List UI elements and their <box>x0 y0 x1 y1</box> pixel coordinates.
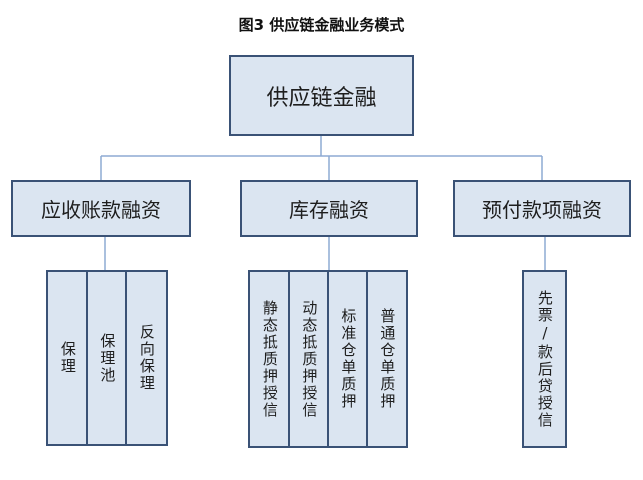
leaf-node-prepaid-credit: 先票/款后贷授信 <box>522 270 567 448</box>
leaf-node-label: 静态抵质押授信 <box>260 299 279 419</box>
leaf-node-standard-warehouse-receipt: 标准仓单质押 <box>327 270 369 448</box>
category-node-receivables: 应收账款融资 <box>11 180 191 237</box>
leaf-node-ordinary-warehouse-receipt: 普通仓单质押 <box>366 270 408 448</box>
leaf-node-reverse-factoring: 反向保理 <box>125 270 168 446</box>
leaf-node-label: 标准仓单质押 <box>339 308 358 410</box>
category-node-prepayment: 预付款项融资 <box>453 180 631 237</box>
leaf-node-label: 反向保理 <box>137 324 156 392</box>
leaf-node-dynamic-pledge: 动态抵质押授信 <box>288 270 330 448</box>
leaf-node-label: 动态抵质押授信 <box>300 299 319 419</box>
category-node-inventory: 库存融资 <box>240 180 418 237</box>
category-node-label: 预付款项融资 <box>482 198 602 222</box>
leaf-node-label: 普通仓单质押 <box>378 308 397 410</box>
leaf-node-factoring-pool: 保理池 <box>86 270 128 446</box>
leaf-node-label: 保理池 <box>98 332 117 384</box>
root-node: 供应链金融 <box>229 55 414 136</box>
diagram-caption: 图3 供应链金融业务模式 <box>238 16 405 34</box>
root-node-label: 供应链金融 <box>266 85 377 111</box>
category-node-label: 应收账款融资 <box>41 198 161 222</box>
leaf-node-label: 保理 <box>58 341 77 375</box>
leaf-node-label: 先票/款后贷授信 <box>535 289 554 429</box>
category-node-label: 库存融资 <box>289 198 369 222</box>
leaf-node-factoring: 保理 <box>46 270 89 446</box>
leaf-node-static-pledge: 静态抵质押授信 <box>248 270 291 448</box>
